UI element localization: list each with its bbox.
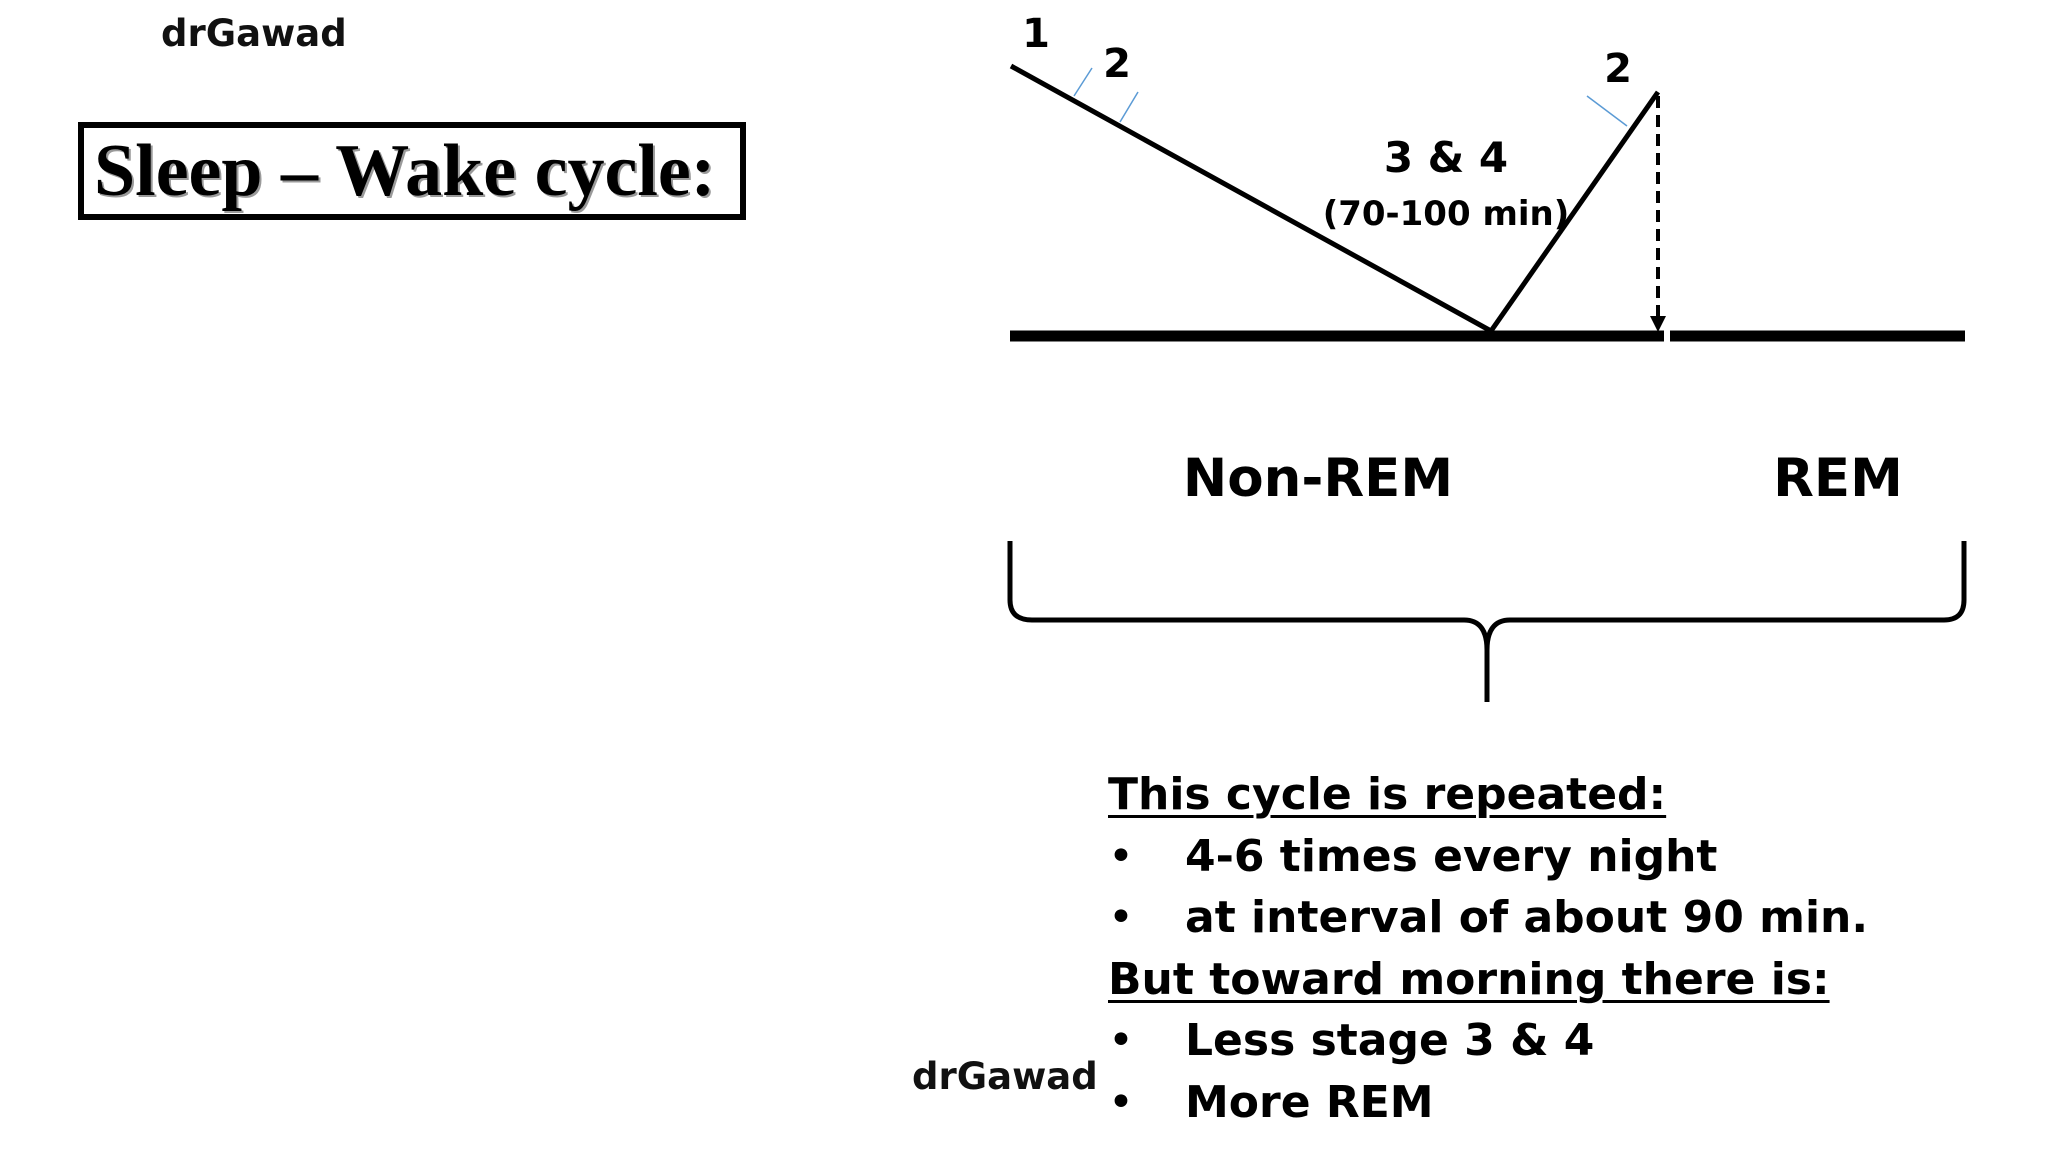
list-item-text: at interval of about 90 min. [1185, 892, 1869, 943]
bullet: • [1108, 1015, 1134, 1066]
stage-label-2-start: 2 [1103, 41, 1131, 87]
cycle-brace [1007, 541, 1967, 702]
stage-label-deep-duration: (70-100 min) [1323, 194, 1570, 234]
stage-tick-2 [1119, 91, 1139, 123]
stage-label-1: 1 [1022, 11, 1050, 57]
phase-label-non-rem: Non-REM [1183, 448, 1453, 509]
notes-heading-repeated: This cycle is repeated: [1108, 769, 1667, 820]
page-title: Sleep – Wake cycle: [94, 130, 716, 212]
list-item: • 4-6 times every night [1108, 826, 1968, 888]
stage-tick-3 [1586, 95, 1628, 127]
ascent-line [1488, 90, 1661, 333]
list-item-text: Less stage 3 & 4 [1185, 1015, 1595, 1066]
stage-label-2-end: 2 [1604, 46, 1632, 92]
bullet: • [1108, 1076, 1134, 1128]
cycle-notes: This cycle is repeated: • 4-6 times ever… [1108, 764, 1968, 1133]
phase-label-rem: REM [1773, 448, 1903, 509]
list-item: • at interval of about 90 min. [1108, 887, 1968, 949]
rem-drop-arrowhead [1650, 316, 1666, 332]
descent-line [1009, 63, 1493, 334]
watermark-bottom: drGawad [912, 1055, 1098, 1098]
list-item: • Less stage 3 & 4 [1108, 1010, 1968, 1072]
list-item-text: 4-6 times every night [1185, 830, 1718, 882]
bullet: • [1108, 830, 1134, 882]
list-item: • More REM [1108, 1072, 1968, 1134]
bullet: • [1108, 892, 1134, 943]
notes-heading-morning: But toward morning there is: [1108, 953, 1830, 1005]
title-box: Sleep – Wake cycle: [78, 122, 746, 220]
stage-label-deep: 3 & 4 [1384, 133, 1508, 182]
watermark-top: drGawad [161, 12, 347, 55]
stage-tick-1 [1073, 67, 1093, 97]
list-item-text: More REM [1185, 1076, 1434, 1128]
